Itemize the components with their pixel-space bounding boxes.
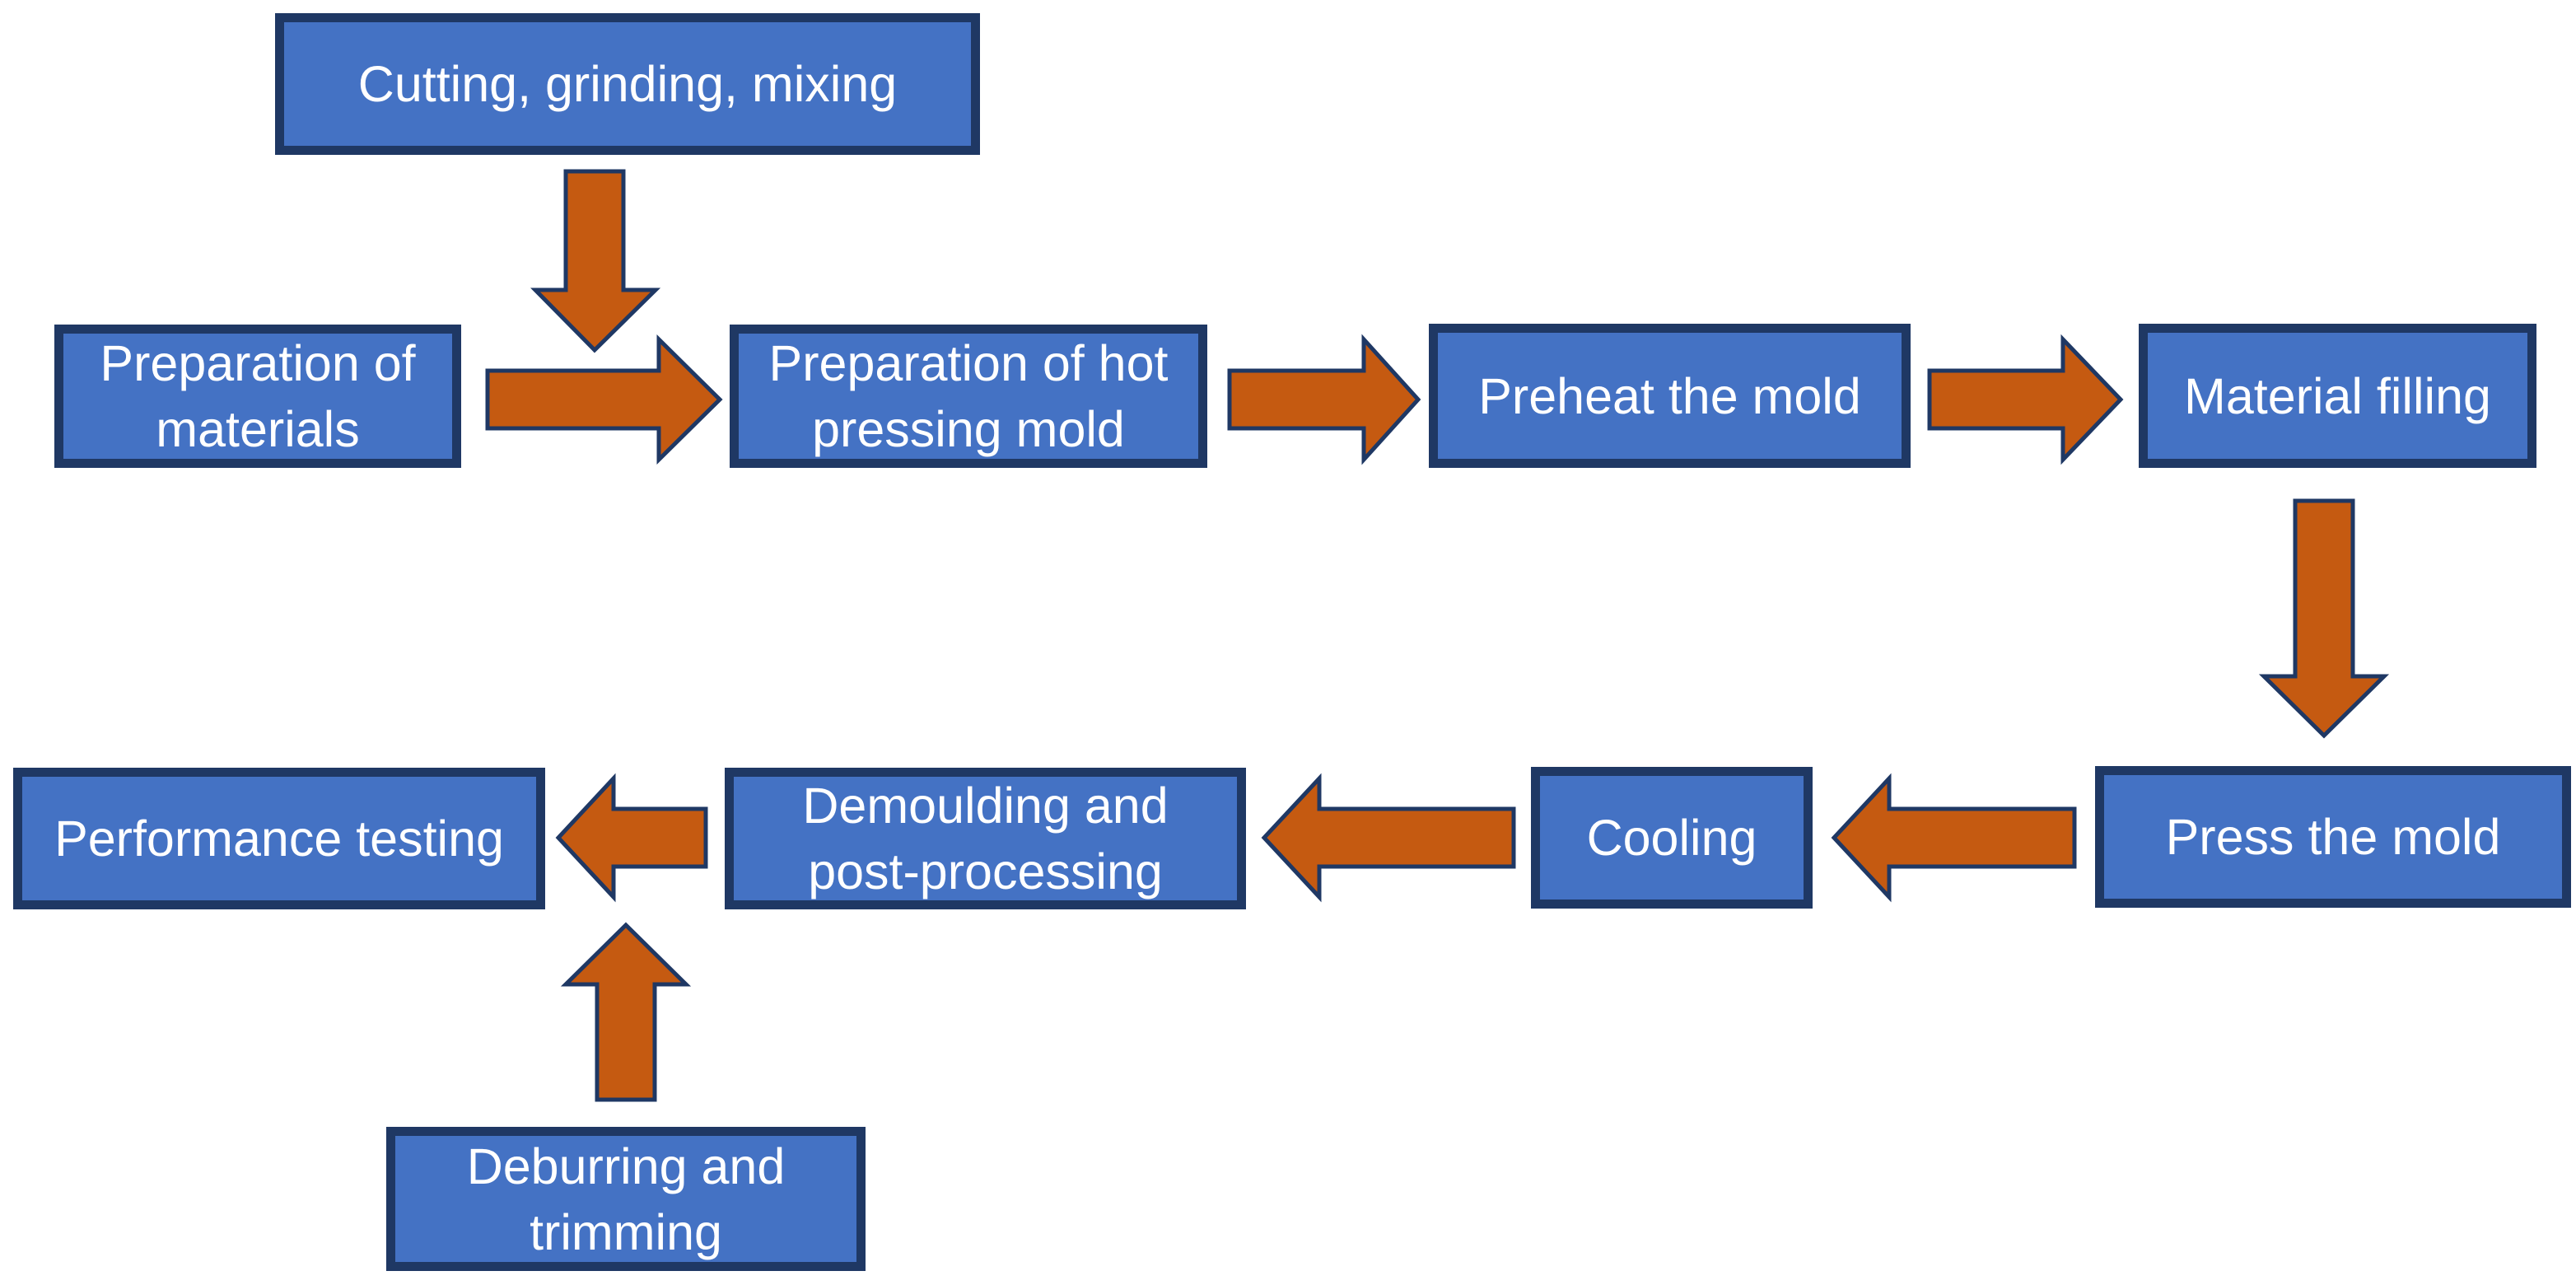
arrow-prep-materials-to-prep-hot-mold [485, 334, 723, 465]
node-label: Material filling [2184, 367, 2491, 424]
node-label: Cooling [1586, 810, 1757, 866]
node-press-the-mold: Press the mold [2095, 766, 2571, 908]
node-label: Preheat the mold [1478, 367, 1861, 424]
arrow-material-filling-to-press [2258, 498, 2390, 739]
arrow-preheat-to-material-filling [1927, 334, 2124, 465]
arrow-press-to-cooling [1831, 773, 2077, 903]
node-preparation-of-materials: Preparation of materials [54, 325, 461, 468]
node-cooling: Cooling [1531, 767, 1813, 909]
node-performance-testing: Performance testing [13, 768, 545, 909]
node-label: Preparation of hot pressing mold [768, 335, 1169, 457]
node-label: Deburring and trimming [466, 1138, 786, 1260]
node-label: Cutting, grinding, mixing [357, 56, 898, 112]
node-preparation-of-hot-pressing-mold: Preparation of hot pressing mold [730, 325, 1207, 468]
node-material-filling: Material filling [2139, 324, 2536, 468]
node-preheat-the-mold: Preheat the mold [1429, 324, 1911, 468]
node-label: Preparation of materials [100, 335, 416, 457]
node-demoulding-and-post-processing: Demoulding and post-processing [725, 768, 1246, 909]
arrow-prep-hot-mold-to-preheat [1227, 334, 1421, 465]
node-label: Demoulding and post-processing [802, 778, 1169, 900]
arrow-cutting-down [530, 169, 661, 353]
arrow-deburring-up [560, 922, 692, 1102]
arrow-demoulding-to-testing [555, 773, 708, 903]
node-deburring-and-trimming: Deburring and trimming [386, 1127, 866, 1271]
node-label: Performance testing [54, 811, 504, 867]
node-cutting-grinding-mixing: Cutting, grinding, mixing [275, 13, 980, 155]
node-label: Press the mold [2165, 809, 2501, 865]
arrow-cooling-to-demoulding [1261, 773, 1516, 903]
